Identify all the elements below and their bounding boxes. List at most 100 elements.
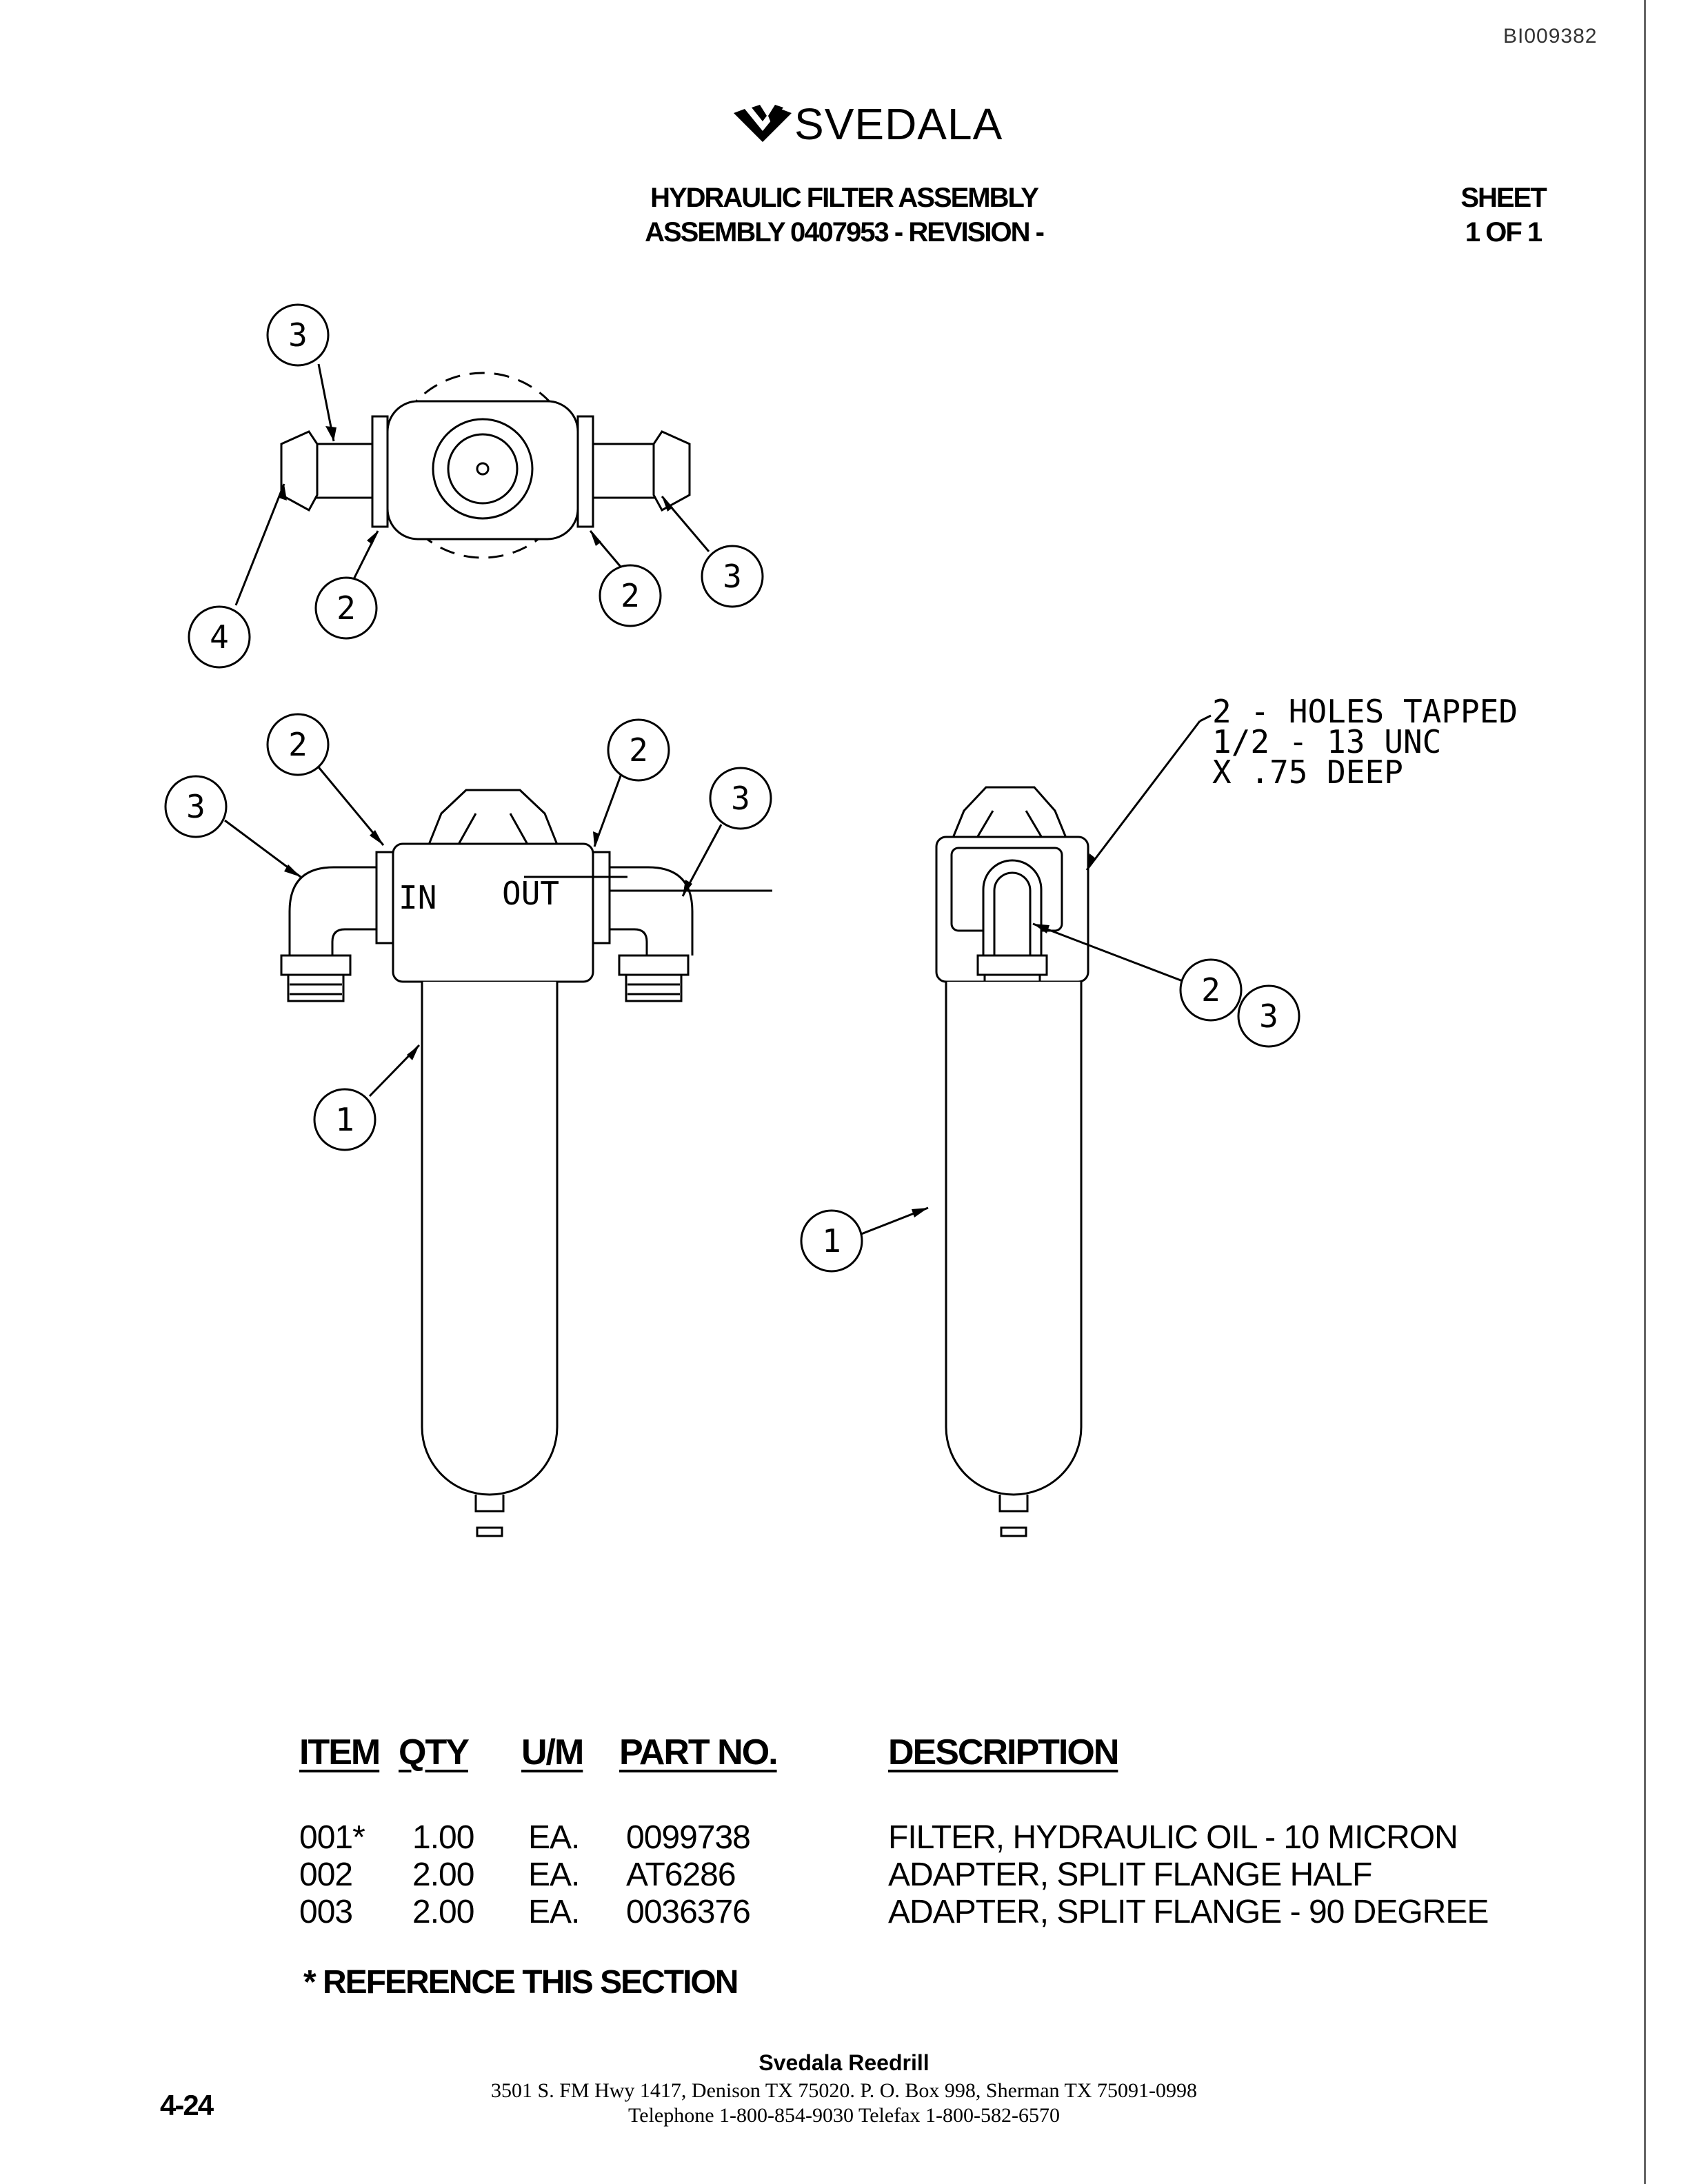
port-in-label: IN [399,879,436,916]
balloon-side-3 [1237,984,1300,1048]
note-line-1: 2 - HOLES TAPPED [1212,693,1518,730]
row-description: FILTER, HYDRAULIC OIL - 10 MICRON [888,1819,1458,1856]
filter-bowl-front [421,982,559,1496]
balloon-front-2a [266,713,330,776]
col-header-part-no: PART NO. [619,1732,778,1772]
arrow-side-1 [912,1208,928,1217]
leader-note-tick [1199,714,1212,722]
leader-arrowheads [279,426,1096,1217]
footer-address: 3501 S. FM Hwy 1417, Denison TX 75020. P… [491,2079,1197,2102]
balloon-top-3a [266,303,330,367]
brand-name: SVEDALA [794,99,1003,149]
head-boss-outer [432,418,534,520]
row-item: 003 [299,1894,353,1930]
balloon-side-2 [1179,958,1243,1022]
note-line-3: X .75 DEEP [1212,754,1403,791]
balloon-top-4 [188,605,251,669]
col-header-item: ITEM [299,1732,381,1772]
elbow-left-front [288,866,376,956]
elbow-left-thread [287,975,345,1002]
balloon-text-front-3b: 3 [731,780,750,817]
page-number: 4-24 [160,2089,214,2121]
row-part-no: 0036376 [626,1894,751,1930]
row-item: 001* [299,1819,365,1856]
row-description: ADAPTER, SPLIT FLANGE - 90 DEGREE [888,1894,1489,1930]
flange-left [371,415,389,528]
top-view [234,363,710,606]
footer-company: Svedala Reedrill [758,2050,930,2075]
document-id: BI009382 [1503,25,1598,48]
reference-note: * REFERENCE THIS SECTION [303,1964,738,2001]
arrow-front-3a [284,865,301,877]
arrow-top-4 [279,484,287,501]
balloon-text-top-2b: 2 [621,577,640,614]
balloon-front-1 [313,1088,376,1151]
drain-plug-side [998,1495,1029,1537]
page-edge-rule [1644,0,1646,2184]
drain-plug-front [474,1495,505,1537]
title-line-1: HYDRAULIC FILTER ASSEMBLY [650,183,1039,213]
sheet-indicator: SHEET 1 OF 1 [1441,181,1565,250]
elbow-side-outer [982,859,1043,956]
elbow-right-thread [625,975,683,1002]
elbow-right-arm [593,443,662,499]
head-center [476,462,490,476]
title-line-2: ASSEMBLY 0407953 - REVISION - [645,217,1045,247]
svedala-logo: SVEDALA [731,97,1003,152]
arrow-top-3a [325,426,336,441]
balloon-text-side-2: 2 [1201,971,1220,1009]
side-view [857,714,1212,1537]
elbow-left-hex [280,954,352,976]
balloon-top-2b [599,564,662,627]
assembly-drawing: 3 4 2 2 3 2 2 3 3 1 2 3 1 IN OUT 2 - HOL… [164,303,1518,1537]
elbow-left-arm [309,443,372,499]
balloon-text-front-2a: 2 [288,726,308,763]
filter-bowl-side [945,982,1083,1496]
outlet-centerline [524,876,772,892]
col-header-um: U/M [521,1732,584,1772]
elbow-right-front [610,866,694,956]
arrow-front-1 [407,1045,419,1060]
balloon-text-front-1: 1 [335,1101,354,1138]
flange-right [576,415,594,528]
row-qty: 2.00 [412,1894,474,1930]
leader-front-2a [314,763,385,846]
balloon-text-top-4: 4 [210,618,229,656]
balloon-top-2a [314,576,378,640]
leader-side-2-3 [1032,922,1192,986]
row-qty: 1.00 [412,1819,474,1856]
balloon-top-3b [701,545,764,608]
front-view [224,763,772,1537]
arrow-front-2b [593,831,600,847]
arrow-top-2a [367,531,378,545]
balloon-text-side-3: 3 [1259,998,1278,1035]
row-um: EA. [528,1819,580,1856]
leader-top-4 [234,483,285,606]
footer-phone: Telephone 1-800-854-9030 Telefax 1-800-5… [628,2104,1060,2127]
row-description: ADAPTER, SPLIT FLANGE HALF [888,1857,1372,1893]
elbow-right-hex [618,954,690,976]
balloon-text-top-2a: 2 [336,589,356,627]
hex-fitting-left [280,430,319,512]
elbow-side-hex [976,954,1048,976]
balloon-side-1 [800,1209,863,1273]
sheet-label: SHEET [1460,183,1547,213]
row-item: 002 [299,1857,353,1893]
svedala-mark-icon [734,105,792,142]
row-part-no: 0099738 [626,1819,751,1856]
balloon-text-top-3a: 3 [288,316,308,354]
head-boss-inner [447,433,519,505]
cap-detail-front [455,813,531,849]
head-cap-front [425,789,561,849]
col-header-qty: QTY [399,1732,470,1772]
note-line-2: 1/2 - 13 UNC [1212,723,1441,760]
front-flange-right [592,851,611,944]
port-out-label: OUT [502,875,559,912]
sheet-count: 1 OF 1 [1465,217,1543,247]
row-um: EA. [528,1857,580,1893]
leader-note [1085,720,1201,871]
balloon-text-front-2b: 2 [629,731,648,769]
drawing-title: HYDRAULIC FILTER ASSEMBLY ASSEMBLY 04079… [0,181,1688,250]
row-um: EA. [528,1894,580,1930]
arrow-front-2a [370,830,383,845]
